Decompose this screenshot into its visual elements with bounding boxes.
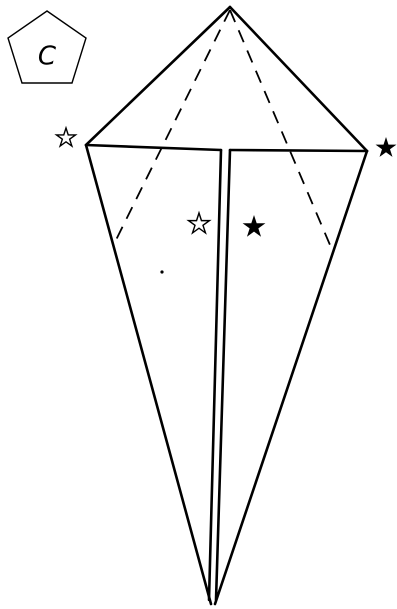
fold-guide-lines: [113, 10, 333, 252]
step-label: C: [38, 42, 57, 72]
dashed-fold-line-right: [230, 10, 333, 252]
kite-top-triangle: [86, 7, 367, 151]
left-corner-outline-star: [56, 128, 75, 146]
right-corner-filled-star: [376, 137, 397, 157]
center-left-outline-star: [189, 213, 210, 233]
center-right-filled-star: [243, 215, 266, 237]
body-left-outer-edge: [86, 145, 211, 604]
horizontal-fold-edge-right: [230, 150, 367, 151]
paper-speck: [160, 270, 163, 273]
top-right-edge: [230, 7, 367, 151]
horizontal-fold-edge-left: [86, 145, 221, 150]
top-left-edge: [86, 7, 230, 145]
body-right-outer-edge: [215, 151, 367, 604]
dashed-fold-line-left: [113, 10, 230, 246]
step-badge: C: [8, 11, 86, 83]
